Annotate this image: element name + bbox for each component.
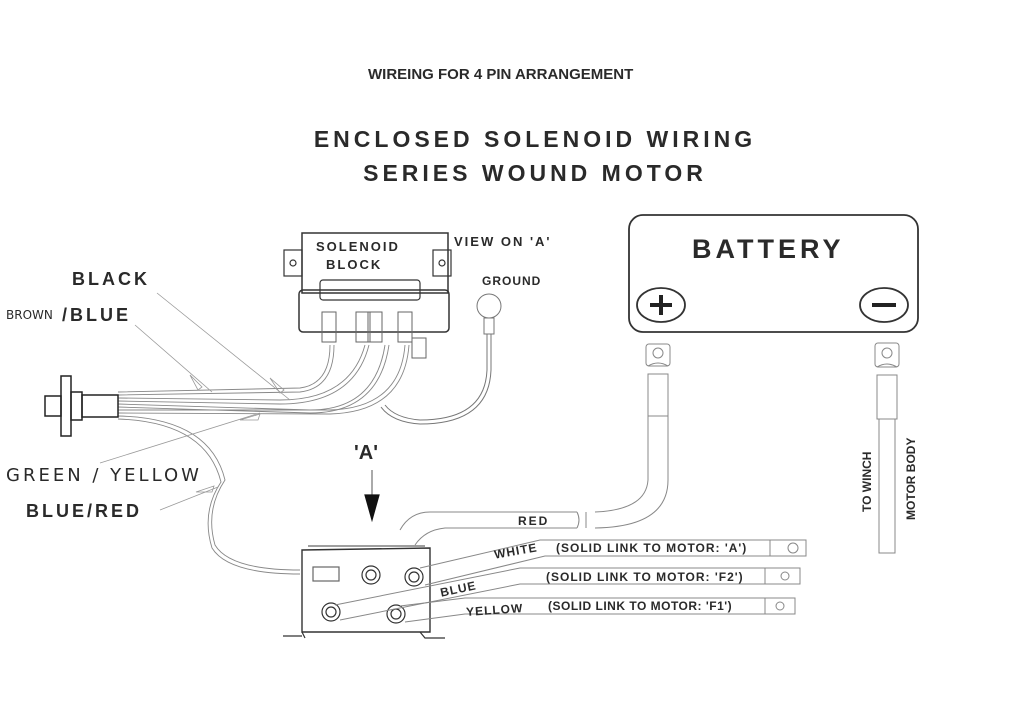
solenoid-label-line-2: BLOCK xyxy=(326,257,383,272)
battery-label: BATTERY xyxy=(692,234,845,264)
plug-connector xyxy=(44,375,119,437)
battery-negative-terminal xyxy=(859,287,909,323)
ground-terminal xyxy=(380,293,502,425)
leader-lines xyxy=(99,292,291,511)
red-cable xyxy=(399,343,671,546)
diagram-title-line-1: ENCLOSED SOLENOID WIRING xyxy=(313,126,757,152)
black-wire-label: BLACK xyxy=(72,269,150,289)
blue-red-wire-label: BLUE/RED xyxy=(26,501,143,521)
plus-icon xyxy=(650,295,672,315)
link-f1-label: (SOLID LINK TO MOTOR: 'F1') xyxy=(548,599,733,613)
green-yellow-wire-label: GREEN / YELLOW xyxy=(6,465,202,486)
lower-solenoid xyxy=(283,545,445,639)
brown-wire-label: BROWN xyxy=(6,308,53,322)
harness-wires xyxy=(117,344,410,575)
motor-body-label: MOTOR BODY xyxy=(904,437,918,520)
motor-link-cables xyxy=(334,539,807,623)
battery-positive-terminal xyxy=(636,287,686,323)
ground-cable xyxy=(874,342,900,554)
blue-wire-label: /BLUE xyxy=(62,305,131,325)
view-a-marker: 'A' xyxy=(354,442,378,464)
link-a-label: (SOLID LINK TO MOTOR: 'A') xyxy=(556,541,748,555)
diagram-title-line-2: SERIES WOUND MOTOR xyxy=(363,160,707,186)
view-arrow-head xyxy=(364,494,380,523)
diagram-subtitle: WIREING FOR 4 PIN ARRANGEMENT xyxy=(368,66,634,83)
solenoid-label-line-1: SOLENOID xyxy=(316,239,400,254)
battery-body xyxy=(628,214,919,333)
to-winch-label: TO WINCH xyxy=(860,451,874,512)
red-cable-label: RED xyxy=(518,514,550,528)
solenoid-block-drawing xyxy=(283,232,452,359)
ground-label: GROUND xyxy=(482,274,542,288)
link-f2-label: (SOLID LINK TO MOTOR: 'F2') xyxy=(546,570,744,584)
view-on-a-label: VIEW ON 'A' xyxy=(454,234,552,249)
